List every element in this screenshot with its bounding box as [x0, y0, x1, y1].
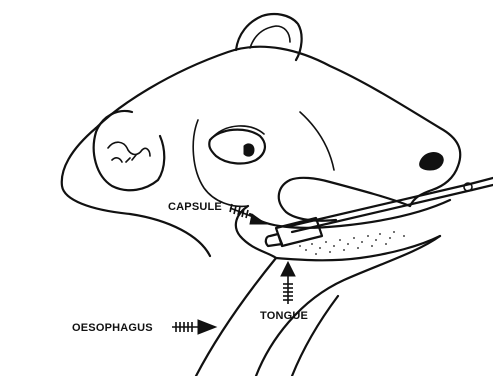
front-ear-inner	[108, 142, 150, 156]
gun-handle	[470, 178, 493, 190]
oesophagus-tube-right	[256, 236, 440, 376]
dosing-gun	[276, 178, 493, 246]
tongue-arrow	[281, 262, 295, 304]
capsule	[266, 234, 282, 246]
front-ear-fur	[112, 155, 136, 162]
gun-barrel	[276, 218, 322, 246]
tongue-stipple	[299, 231, 405, 255]
nostril	[420, 153, 444, 170]
capsule-label: CAPSULE	[168, 201, 222, 213]
face-line	[300, 112, 334, 170]
back-ear-inner	[250, 26, 290, 48]
back-ear	[236, 14, 302, 60]
neck-top	[62, 128, 210, 256]
lower-jaw	[279, 180, 336, 221]
eye-outline	[209, 130, 265, 164]
head-outline	[96, 47, 460, 206]
tongue-label: TONGUE	[260, 310, 308, 322]
oesophagus-label: OESOPHAGUS	[72, 322, 153, 334]
throat-line	[236, 206, 276, 258]
eye-pupil	[244, 144, 254, 156]
neck-lower	[292, 296, 338, 376]
oesophagus-arrow	[172, 320, 216, 334]
